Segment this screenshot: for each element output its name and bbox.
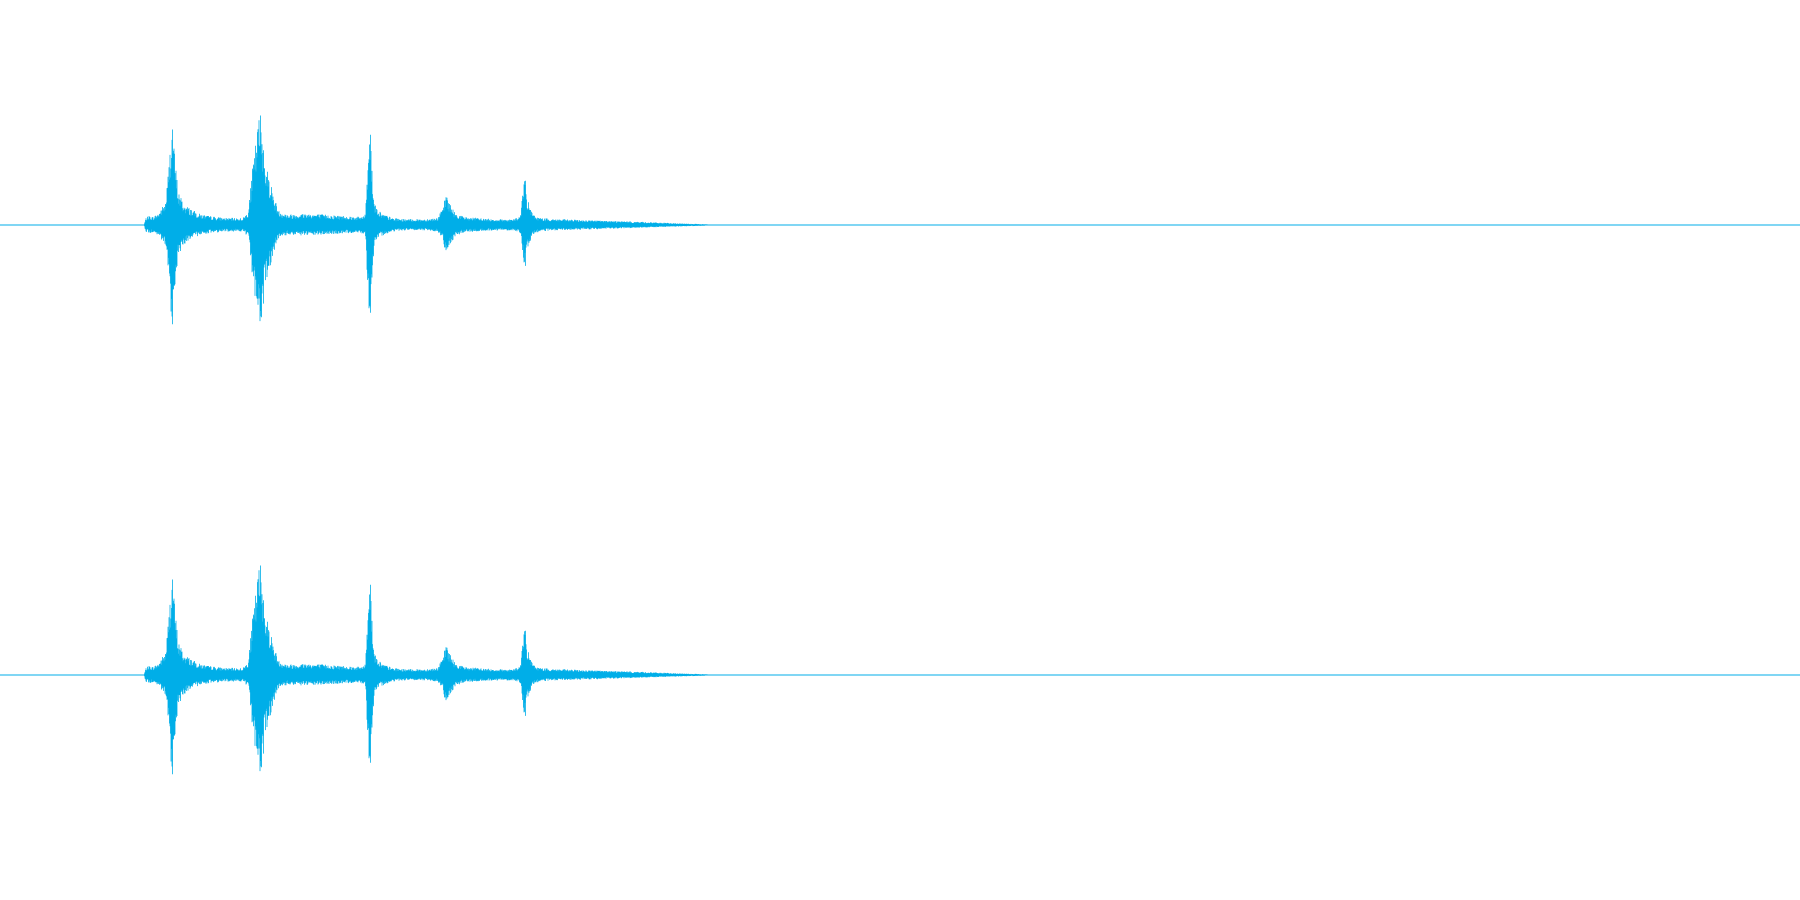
waveform-channel-2-svg	[0, 565, 1800, 775]
waveform-channel-2	[0, 450, 1800, 900]
channel-1-waveform	[144, 115, 716, 325]
channel-2-waveform	[144, 565, 716, 775]
waveform-channel-1-svg	[0, 115, 1800, 325]
waveform-channel-1	[0, 115, 1800, 325]
